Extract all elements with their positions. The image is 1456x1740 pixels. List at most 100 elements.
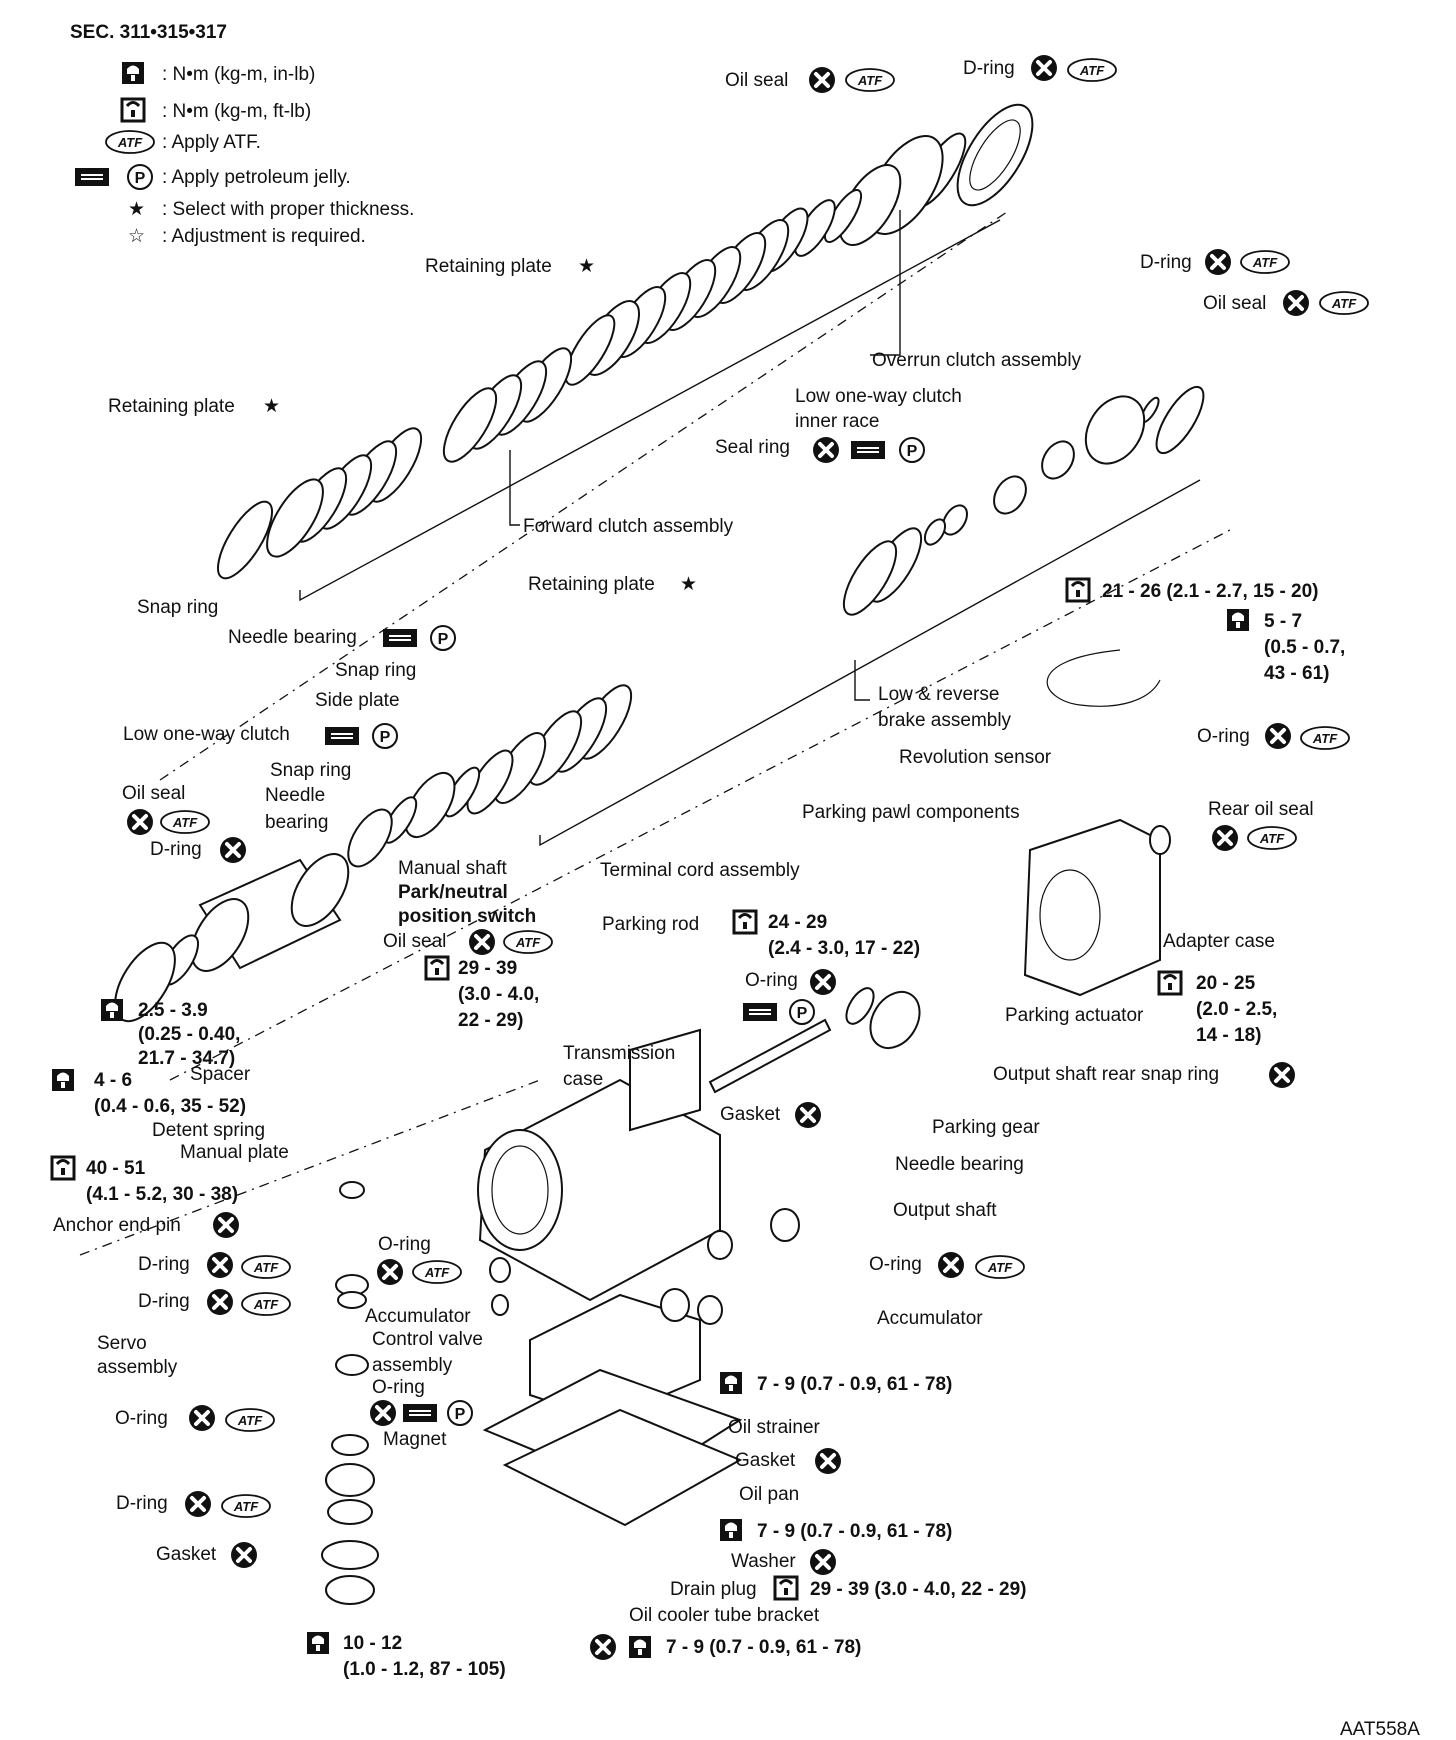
label-forward-clutch: Forward clutch assembly	[523, 516, 734, 537]
label-gasket-2: Gasket	[735, 1450, 796, 1471]
label-oil-strainer: Oil strainer	[728, 1417, 821, 1438]
atf-icon	[105, 130, 155, 154]
replace-icon	[1267, 1060, 1297, 1090]
label-overrun-clutch: Overrun clutch assembly	[872, 350, 1082, 371]
label-manual-plate: Manual plate	[180, 1142, 289, 1163]
label-terminal-cord: Terminal cord assembly	[600, 860, 800, 881]
label-output-snap: Output shaft rear snap ring	[993, 1064, 1219, 1085]
petroleum-jelly-p-icon	[430, 625, 456, 651]
label-parking-pawl: Parking pawl components	[802, 802, 1020, 823]
label-control-valve-2: assembly	[372, 1355, 453, 1376]
petroleum-jelly-icon	[850, 440, 886, 460]
label-d-ring-top: D-ring	[963, 58, 1015, 79]
petroleum-jelly-icon	[382, 628, 418, 648]
torque-wrench-ftlb-icon	[50, 1155, 76, 1181]
label-torque-7-a: 7 - 9 (0.7 - 0.9, 61 - 78)	[757, 1374, 952, 1395]
label-d-ring-right: D-ring	[1140, 252, 1192, 273]
label-parking-gear: Parking gear	[932, 1117, 1040, 1138]
replace-icon	[793, 1100, 823, 1130]
label-torque-20-2: (2.0 - 2.5,	[1196, 999, 1277, 1020]
petroleum-jelly-p-icon	[447, 1400, 473, 1426]
label-needle-bearing-2a: Needle	[265, 785, 325, 806]
torque-wrench-inlb-icon	[1227, 609, 1249, 631]
label-transmission-case-1: Transmission	[563, 1043, 675, 1064]
replace-icon	[125, 807, 155, 837]
replace-icon	[205, 1250, 235, 1280]
label-torque-20-1: 20 - 25	[1196, 973, 1256, 994]
label-low-reverse-2: brake assembly	[878, 710, 1012, 731]
label-low-reverse-1: Low & reverse	[878, 684, 999, 705]
petroleum-jelly-p-icon	[372, 723, 398, 749]
replace-icon	[588, 1632, 618, 1662]
label-side-plate: Side plate	[315, 690, 400, 711]
replace-icon	[211, 1210, 241, 1240]
petroleum-jelly-icon	[324, 726, 360, 746]
control-valve-part	[482, 1293, 743, 1527]
torque-wrench-inlb-icon	[629, 1636, 651, 1658]
transmission-case-part	[477, 1028, 721, 1302]
label-low-oneway-inner-1: Low one-way clutch	[795, 386, 962, 407]
label-oil-seal-left: Oil seal	[122, 783, 185, 804]
label-low-oneway: Low one-way clutch	[123, 724, 290, 745]
label-torque-5-1: 5 - 7	[1264, 611, 1302, 632]
petroleum-jelly-p-icon	[899, 437, 925, 463]
replace-icon	[183, 1489, 213, 1519]
label-d-ring-l2: D-ring	[138, 1291, 190, 1312]
label-torque-29-3: 22 - 29)	[458, 1010, 523, 1031]
atf-icon	[241, 1255, 291, 1279]
label-o-ring-l2: O-ring	[372, 1377, 425, 1398]
label-torque-10-2: (1.0 - 1.2, 87 - 105)	[343, 1659, 506, 1680]
label-o-ring-l1: O-ring	[378, 1234, 431, 1255]
atf-icon	[225, 1408, 275, 1432]
label-park-neutral-1: Park/neutral	[398, 882, 508, 903]
label-torque-10-1: 10 - 12	[343, 1633, 402, 1654]
hollow-star-icon: ☆	[128, 226, 145, 247]
label-d-ring-l1: D-ring	[138, 1254, 190, 1275]
atf-icon	[221, 1494, 271, 1518]
label-oil-cooler: Oil cooler tube bracket	[629, 1605, 820, 1626]
forward-clutch-rings	[217, 347, 573, 580]
replace-icon	[1210, 823, 1240, 853]
label-accumulator-1: Accumulator	[365, 1306, 471, 1327]
label-torque-25-1: 2.5 - 3.9	[138, 1000, 208, 1021]
replace-icon	[811, 435, 841, 465]
label-o-ring-l3: O-ring	[115, 1408, 168, 1429]
output-shaft-part	[708, 1018, 832, 1094]
label-detent-spring: Detent spring	[152, 1120, 265, 1141]
solid-star-icon: ★	[128, 199, 145, 220]
exploded-parts-illustration	[79, 103, 1231, 1605]
legend-item-5: : Select with proper thickness.	[162, 199, 414, 220]
label-drain-plug: Drain plug	[670, 1579, 757, 1600]
replace-icon	[813, 1446, 843, 1476]
label-torque-40-2: (4.1 - 5.2, 30 - 38)	[86, 1184, 238, 1205]
label-oil-seal-right: Oil seal	[1203, 293, 1266, 314]
overrun-clutch-rings	[564, 103, 1034, 386]
label-gasket-1: Gasket	[720, 1104, 781, 1125]
solid-star-icon: ★	[578, 256, 595, 277]
atf-icon	[1319, 291, 1369, 315]
label-rear-oil-seal: Rear oil seal	[1208, 799, 1314, 820]
torque-wrench-ftlb-icon	[773, 1575, 799, 1601]
label-retaining-plate-2: Retaining plate	[108, 396, 235, 417]
label-output-shaft: Output shaft	[893, 1200, 997, 1221]
torque-wrench-ftlb-icon	[120, 97, 146, 123]
label-revolution-sensor: Revolution sensor	[899, 747, 1052, 768]
legend-item-4: : Apply petroleum jelly.	[162, 167, 351, 188]
label-gasket-3: Gasket	[156, 1544, 217, 1565]
label-torque-4-1: 4 - 6	[94, 1070, 132, 1091]
label-snap-ring-3: Snap ring	[270, 760, 351, 781]
solid-star-icon: ★	[680, 574, 697, 595]
replace-icon	[205, 1287, 235, 1317]
torque-wrench-inlb-icon	[720, 1372, 742, 1394]
torque-wrench-ftlb-icon	[1157, 970, 1183, 996]
replace-icon	[1263, 721, 1293, 751]
atf-icon	[1300, 726, 1350, 750]
label-servo-2: assembly	[97, 1357, 178, 1378]
figure-code: AAT558A	[1340, 1719, 1420, 1740]
label-seal-ring: Seal ring	[715, 437, 790, 458]
label-anchor-end-pin: Anchor end pin	[53, 1215, 181, 1236]
atf-icon	[1067, 58, 1117, 82]
atf-icon	[1247, 826, 1297, 850]
label-needle-bearing-1: Needle bearing	[228, 627, 357, 648]
